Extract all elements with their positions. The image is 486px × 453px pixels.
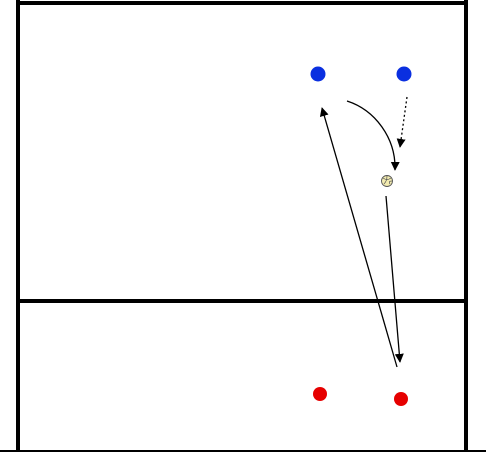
blue-player-right <box>396 66 412 82</box>
ball-return-to-blue-arrow <box>319 107 398 368</box>
red-player-right <box>394 392 408 406</box>
blue-move-dotted-arrow <box>396 96 408 148</box>
blue-run-curve-arrow <box>346 100 400 171</box>
players <box>310 66 412 406</box>
ball-pass-to-red-arrow <box>385 195 404 363</box>
red-player-left <box>313 387 327 401</box>
movement-arrows <box>319 96 408 368</box>
blue-player-left <box>310 66 326 82</box>
volleyball-icon <box>381 175 393 187</box>
